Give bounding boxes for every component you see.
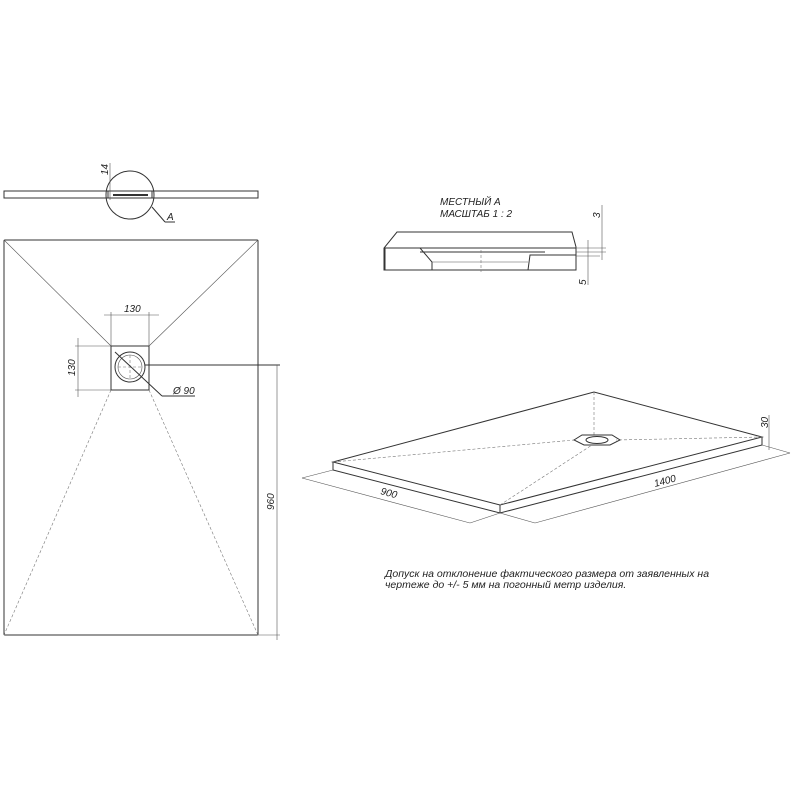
drain-circle <box>114 351 146 383</box>
detail-view: МЕСТНЫЙ А МАСШТАБ 1 : 2 3 5 <box>383 195 606 285</box>
width-label: 900 <box>379 486 398 501</box>
drain-height-label: 130 <box>67 359 78 376</box>
detail-title-line1: МЕСТНЫЙ А <box>440 195 501 208</box>
height-label: 30 <box>760 416 771 428</box>
iso-view: 900 1400 30 <box>301 391 791 524</box>
iso-drain <box>572 434 622 446</box>
drain-width-label: 130 <box>124 304 141 315</box>
drain-square <box>110 345 150 391</box>
dim-bottom-label: 5 <box>578 279 589 285</box>
note-line2: чертеже до +/- 5 мм на погонный метр изд… <box>385 579 627 591</box>
drain-diameter-label: Ø 90 <box>172 386 195 397</box>
detail-callout-label: A <box>166 212 174 223</box>
section-view: 14 A <box>3 163 259 223</box>
length-label: 960 <box>266 493 277 510</box>
thickness-label: 14 <box>100 163 111 175</box>
dim-top-label: 3 <box>592 212 603 218</box>
note-line1: Допуск на отклонение фактического размер… <box>385 568 710 580</box>
detail-title-line2: МАСШТАБ 1 : 2 <box>440 209 512 220</box>
plan-view: Ø 90 130 130 960 <box>3 239 280 640</box>
detail-circle <box>105 170 155 220</box>
tolerance-note: Допуск на отклонение фактического размер… <box>385 569 709 591</box>
